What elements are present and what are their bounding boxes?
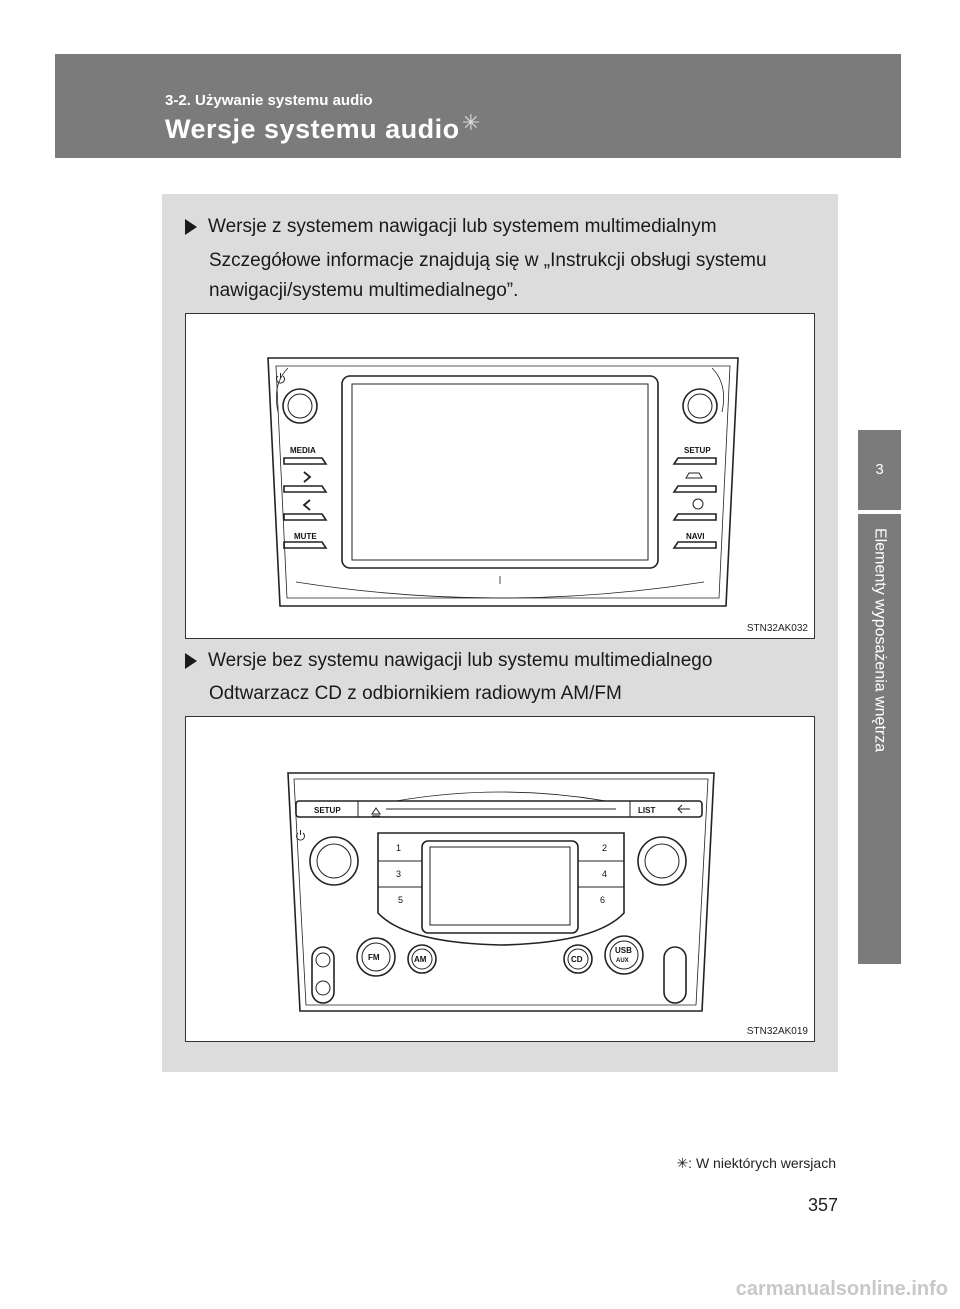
section-heading-2-text: Wersje bez systemu nawigacji lub systemu… (208, 650, 713, 671)
preset-3-label: 3 (396, 869, 401, 879)
setup-label: SETUP (684, 446, 711, 455)
figure-navigation-unit: MEDIA MUTE SETUP NAVI STN32AK032 (185, 313, 815, 639)
cd-button-label: CD (571, 955, 583, 964)
page-number: 357 (807, 1195, 838, 1215)
section-body-2: Odtwarzacz CD z odbiornikiem radiowym AM… (209, 683, 622, 704)
am-button-label: AM (414, 955, 427, 964)
preset-5-label: 5 (398, 895, 403, 905)
media-label: MEDIA (290, 446, 316, 455)
figure-code: STN32AK032 (746, 623, 808, 634)
navigation-unit-illustration: MEDIA MUTE SETUP NAVI (267, 357, 739, 607)
asterisk-icon: ✳ (461, 110, 481, 135)
figure-cd-radio-unit: SETUP LIST 1 3 5 2 4 6 FM AM CD USB AUX … (185, 716, 815, 1042)
triangle-bullet-icon (185, 219, 197, 235)
page-title: Wersje systemu audio✳ (165, 110, 481, 145)
section-label: 3-2. Używanie systemu audio (165, 92, 373, 109)
triangle-bullet-icon (185, 653, 197, 669)
header-bar: 3-2. Używanie systemu audio Wersje syste… (55, 54, 901, 158)
mute-label: MUTE (294, 532, 317, 541)
chapter-title: Elementy wyposażenia wnętrza (871, 528, 889, 753)
chapter-number-tab: 3 (858, 430, 901, 510)
preset-2-label: 2 (602, 843, 607, 853)
watermark: carmanualsonline.info (735, 1278, 948, 1300)
preset-1-label: 1 (396, 843, 401, 853)
list-button-label: LIST (638, 806, 655, 815)
chapter-title-tab: Elementy wyposażenia wnętrza (858, 514, 901, 964)
cd-radio-unit-illustration: SETUP LIST 1 3 5 2 4 6 FM AM CD USB AUX (287, 772, 715, 1012)
setup-button-label: SETUP (314, 806, 341, 815)
preset-6-label: 6 (600, 895, 605, 905)
footnote: ✳: W niektórych wersjach (676, 1155, 836, 1171)
preset-4-label: 4 (602, 869, 607, 879)
fm-button-label: FM (368, 953, 380, 962)
page-title-text: Wersje systemu audio (165, 114, 460, 144)
aux-button-label: AUX (616, 958, 629, 964)
usb-button-label: USB (615, 946, 632, 955)
section-heading-1: Wersje z systemem nawigacji lub systemem… (185, 216, 717, 238)
navi-label: NAVI (686, 532, 705, 541)
section-heading-2: Wersje bez systemu nawigacji lub systemu… (185, 650, 712, 672)
section-body-1: Szczegółowe informacje znajdują się w „I… (209, 250, 767, 301)
section-heading-1-text: Wersje z systemem nawigacji lub systemem… (208, 216, 717, 237)
figure-code: STN32AK019 (746, 1026, 808, 1037)
